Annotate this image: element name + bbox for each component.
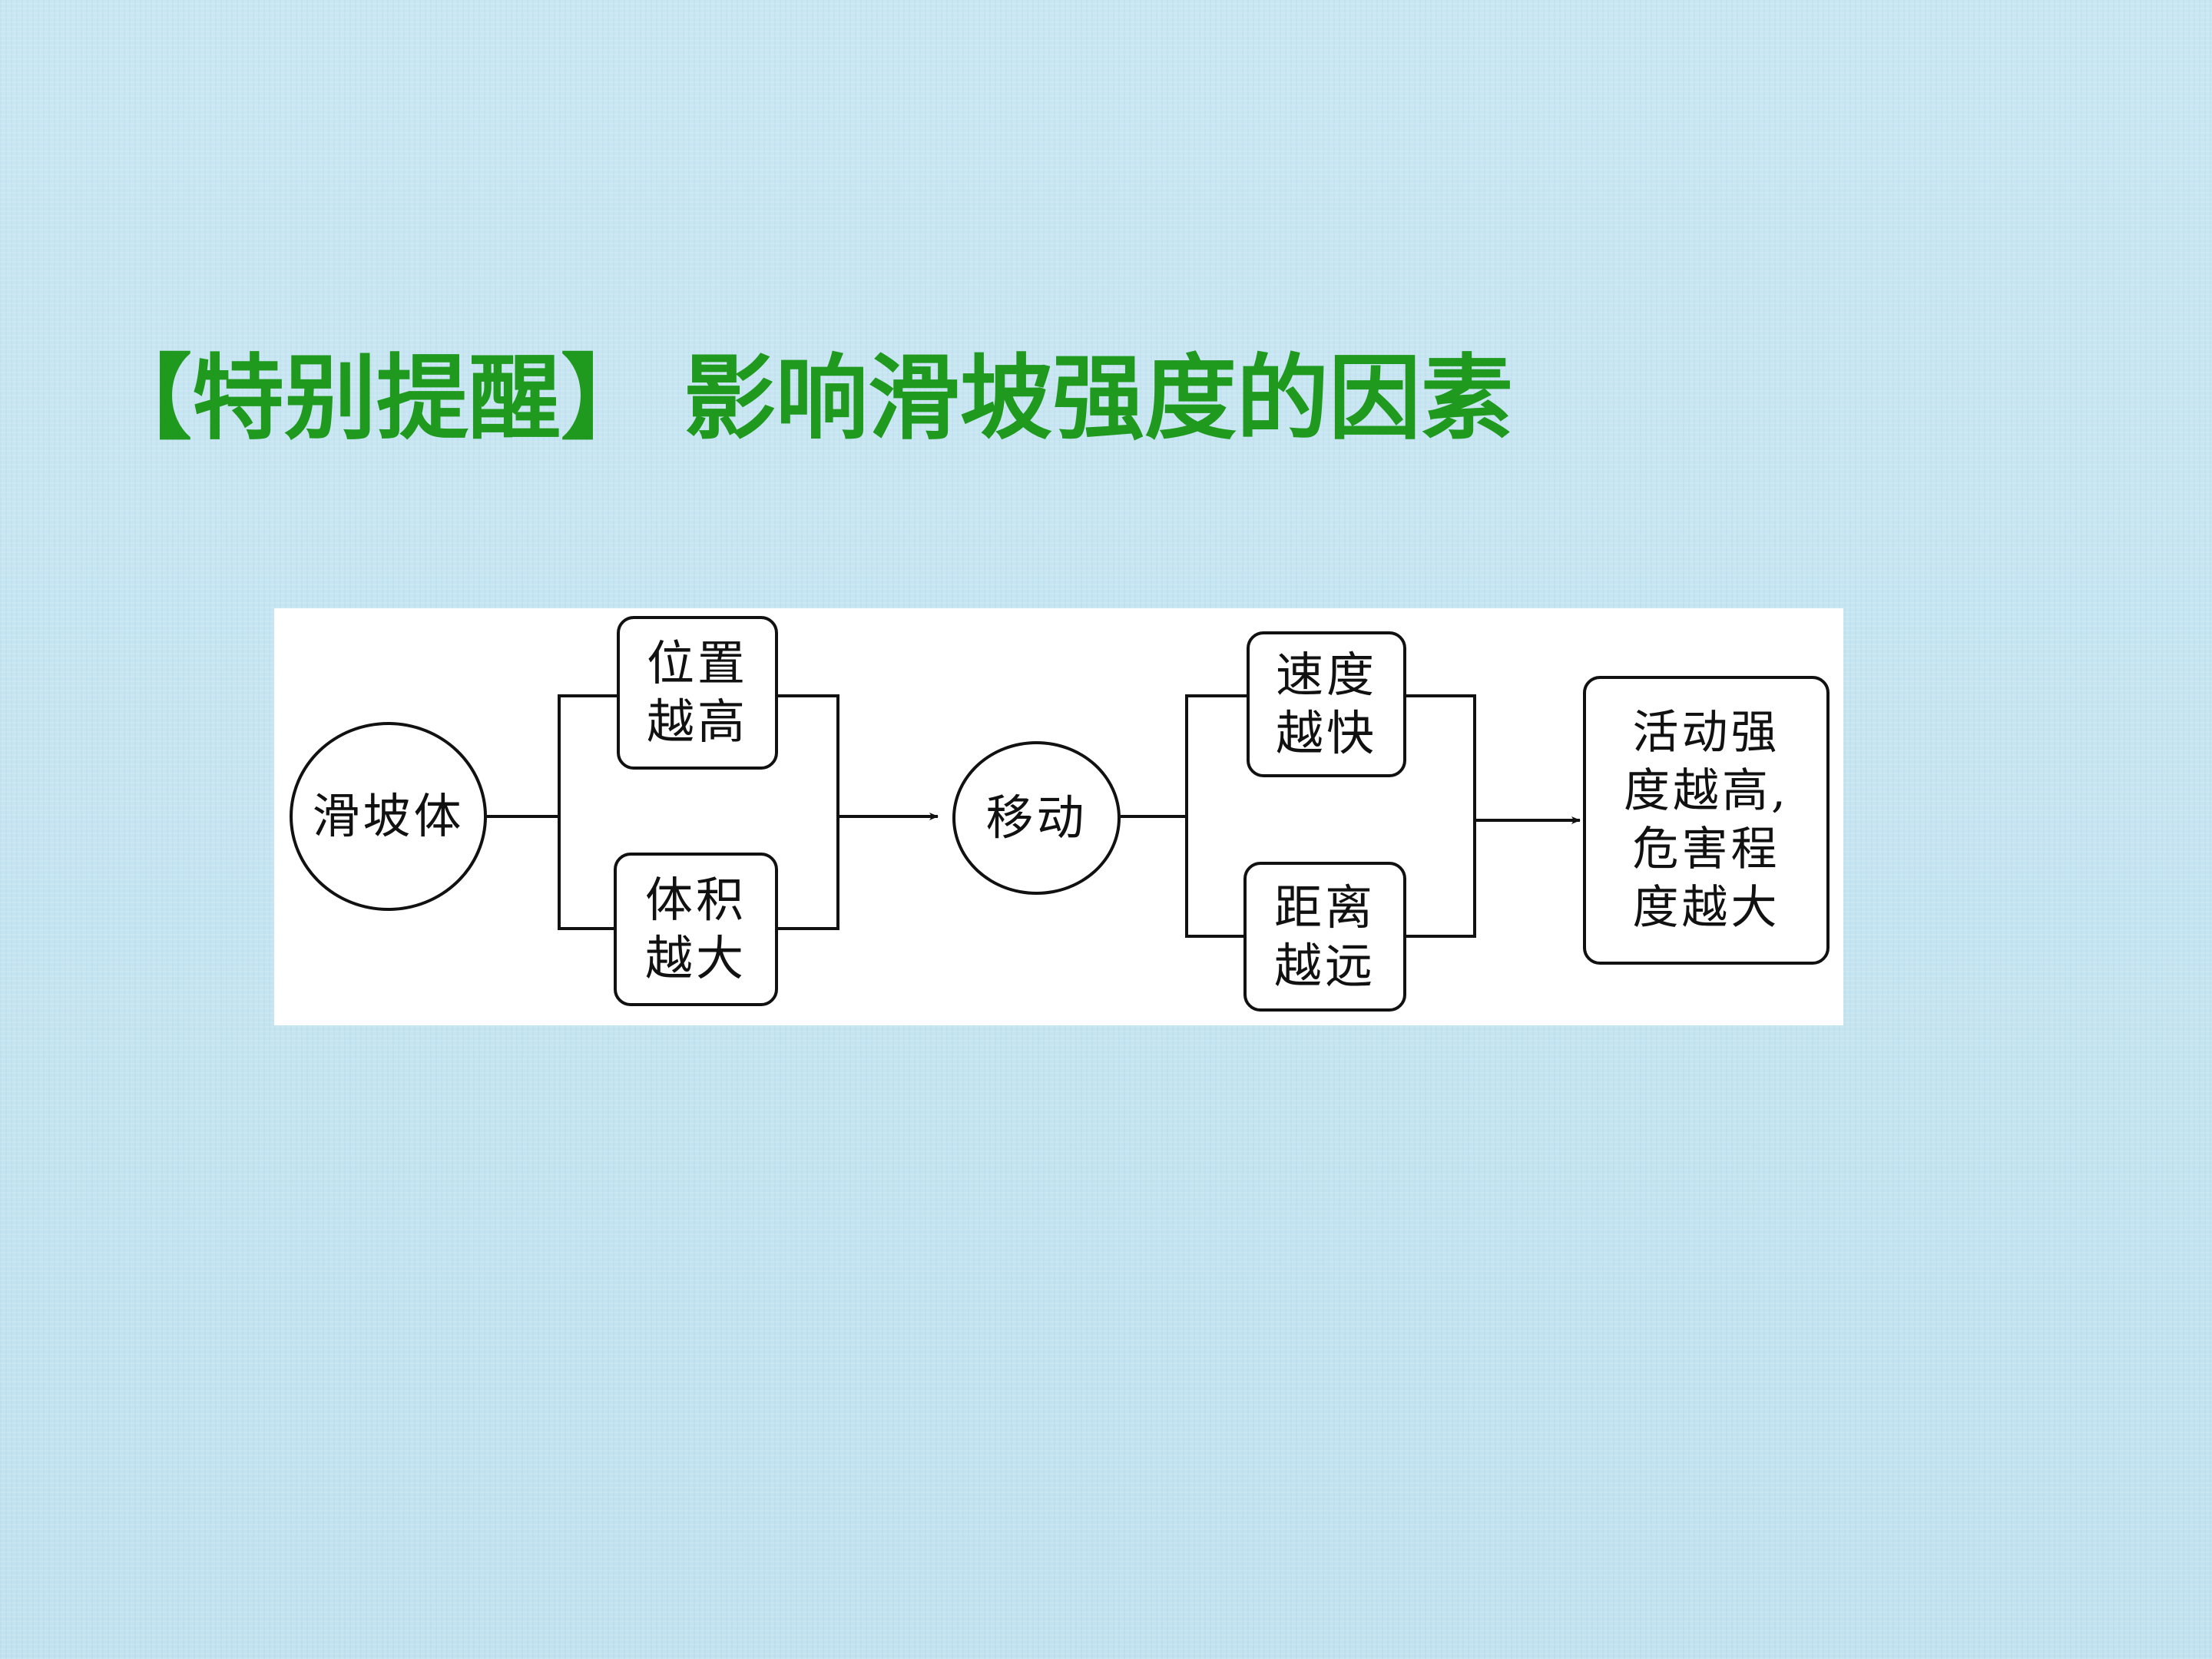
node-position-high-label: 位置 越高	[646, 635, 748, 750]
node-speed-fast-label: 速度 越快	[1275, 647, 1377, 761]
slide-title: 【特别提醒】影响滑坡强度的因素	[100, 338, 1513, 461]
node-movement: 移动	[952, 741, 1121, 895]
node-landslide-body: 滑坡体	[290, 722, 487, 911]
node-distance-far: 距离 越远	[1243, 862, 1406, 1012]
node-landslide-body-label: 滑坡体	[312, 788, 465, 844]
connector-pair1-join	[778, 694, 839, 930]
connector-pair2-join	[1406, 694, 1476, 938]
node-distance-far-label: 距离 越远	[1273, 879, 1376, 994]
node-movement-label: 移动	[985, 790, 1088, 846]
diagram-connectors	[487, 694, 1581, 938]
connector-left-bracket	[558, 694, 617, 930]
node-speed-fast: 速度 越快	[1247, 631, 1406, 777]
node-volume-large: 体积 越大	[614, 853, 778, 1006]
node-result-label: 活动强 度越高, 危害程 度越大	[1623, 706, 1790, 935]
connector-pair2-bracket	[1185, 694, 1247, 938]
node-position-high: 位置 越高	[617, 616, 778, 770]
node-result: 活动强 度越高, 危害程 度越大	[1583, 676, 1830, 965]
title-heading: 影响滑坡强度的因素	[684, 346, 1513, 452]
node-volume-large-label: 体积 越大	[644, 872, 747, 986]
title-bracket-label: 【特别提醒】	[100, 346, 653, 452]
landslide-factors-diagram: 滑坡体 位置 越高 体积 越大 移动 速度 越快 距离 越远 活动强 度越高, …	[274, 608, 1843, 1025]
